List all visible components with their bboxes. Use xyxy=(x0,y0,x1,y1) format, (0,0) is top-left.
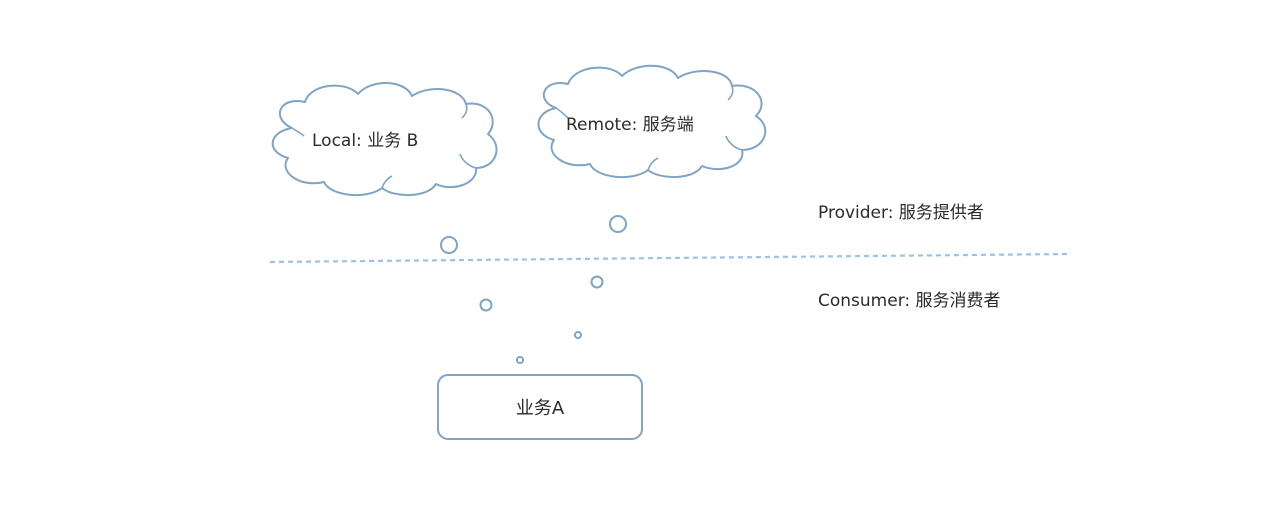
bubble-left-small xyxy=(516,356,524,364)
business-a-box: 业务A xyxy=(437,374,643,440)
bubble-left-large xyxy=(440,236,458,254)
remote-cloud: Remote: 服务端 xyxy=(537,64,767,179)
remote-cloud-label: Remote: 服务端 xyxy=(566,115,694,135)
business-a-box-shape xyxy=(437,374,643,440)
remote-cloud-shape xyxy=(537,64,767,179)
provider-label: Provider: 服务提供者 xyxy=(818,203,984,223)
bubble-right-small xyxy=(574,331,582,339)
bubble-right-medium xyxy=(590,275,604,289)
local-cloud-shape xyxy=(271,81,498,197)
bubble-left-medium xyxy=(479,298,493,312)
local-cloud-label: Local: 业务 B xyxy=(312,131,418,151)
business-a-label: 业务A xyxy=(516,398,565,419)
consumer-label: Consumer: 服务消费者 xyxy=(818,291,1001,311)
bubble-right-large xyxy=(609,215,627,233)
provider-consumer-divider xyxy=(269,252,1069,264)
local-cloud: Local: 业务 B xyxy=(271,81,498,197)
